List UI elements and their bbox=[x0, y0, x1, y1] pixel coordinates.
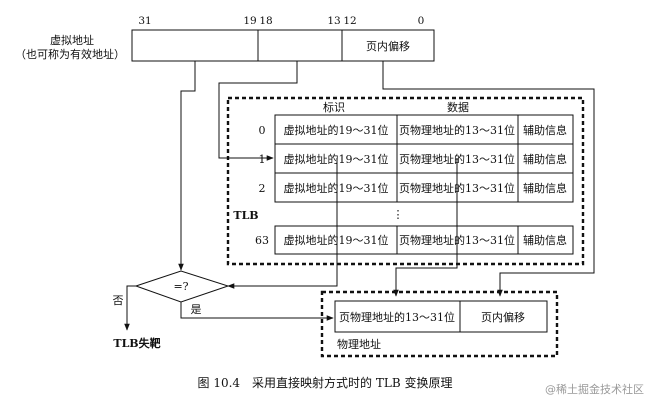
tlb-row-index: 0 bbox=[259, 124, 266, 137]
physical-offset-field: 页内偏移 bbox=[481, 310, 525, 324]
tlb-row-aux: 辅助信息 bbox=[523, 152, 567, 166]
tlb-row-data: 页物理地址的13～31位 bbox=[399, 123, 515, 137]
tlb-tag-header: 标识 bbox=[323, 100, 345, 114]
virtual-address-label: 虚拟地址 bbox=[50, 33, 94, 47]
tlb-ellipsis: ⋮ bbox=[393, 208, 404, 221]
comparator-diamond bbox=[134, 270, 230, 303]
bit-31-label: 31 bbox=[138, 15, 151, 27]
virtual-address-box bbox=[131, 29, 435, 62]
watermark-text: @稀土掘金技术社区 bbox=[545, 382, 644, 396]
tlb-rows-top bbox=[274, 114, 574, 203]
tlb-row: 63 虚拟地址的19～31位 页物理地址的13～31位 辅助信息 bbox=[255, 233, 567, 247]
bit-12-label: 12 bbox=[343, 15, 356, 27]
connector-lines bbox=[124, 61, 595, 331]
tlb-row-index: 63 bbox=[255, 234, 269, 247]
tlb-miss-label: TLB失靶 bbox=[113, 336, 160, 350]
tlb-row-tag: 虚拟地址的19～31位 bbox=[284, 181, 389, 195]
no-label: 否 bbox=[113, 294, 124, 307]
tlb-row: 0 虚拟地址的19～31位 页物理地址的13～31位 辅助信息 bbox=[259, 123, 568, 137]
tlb-row: 2 虚拟地址的19～31位 页物理地址的13～31位 辅助信息 bbox=[259, 181, 568, 195]
bit-0-label: 0 bbox=[418, 15, 425, 27]
physical-address-register: 页物理地址的13～31位 页内偏移 bbox=[334, 300, 548, 333]
physical-address-label: 物理地址 bbox=[337, 337, 381, 351]
bit-13-label: 13 bbox=[327, 15, 340, 27]
tlb-row-aux: 辅助信息 bbox=[523, 123, 567, 137]
tlb-row-index: 2 bbox=[259, 182, 266, 195]
tlb-row-aux: 辅助信息 bbox=[523, 233, 567, 247]
tlb-row-tag: 虚拟地址的19～31位 bbox=[284, 233, 389, 247]
physical-frame-field: 页物理地址的13～31位 bbox=[339, 310, 455, 324]
tlb-row: 1 虚拟地址的19～31位 页物理地址的13～31位 辅助信息 bbox=[259, 152, 568, 166]
tlb-container bbox=[226, 96, 585, 266]
figure-caption: 图 10.4 采用直接映射方式时的 TLB 变换原理 bbox=[198, 375, 453, 390]
bit-19-label: 19 bbox=[243, 15, 256, 27]
tlb-row-aux: 辅助信息 bbox=[523, 181, 567, 195]
comparator-symbol: =? bbox=[173, 280, 188, 293]
tlb-row-tag: 虚拟地址的19～31位 bbox=[284, 123, 389, 137]
yes-label: 是 bbox=[191, 303, 202, 316]
tlb-data-header: 数据 bbox=[447, 100, 469, 114]
physical-address-container bbox=[320, 290, 559, 358]
tlb-row-last bbox=[274, 225, 574, 255]
virtual-address-register: 31 19 18 13 12 0 页内偏移 虚拟地址 （也可称为有效地址） bbox=[15, 15, 435, 62]
bit-18-label: 18 bbox=[259, 15, 272, 27]
tlb-row-index: 1 bbox=[259, 153, 266, 166]
tlb-label: TLB bbox=[233, 209, 258, 222]
virtual-offset-field: 页内偏移 bbox=[366, 39, 410, 53]
tlb-row-tag: 虚拟地址的19～31位 bbox=[284, 152, 389, 166]
virtual-address-sublabel: （也可称为有效地址） bbox=[15, 47, 125, 61]
